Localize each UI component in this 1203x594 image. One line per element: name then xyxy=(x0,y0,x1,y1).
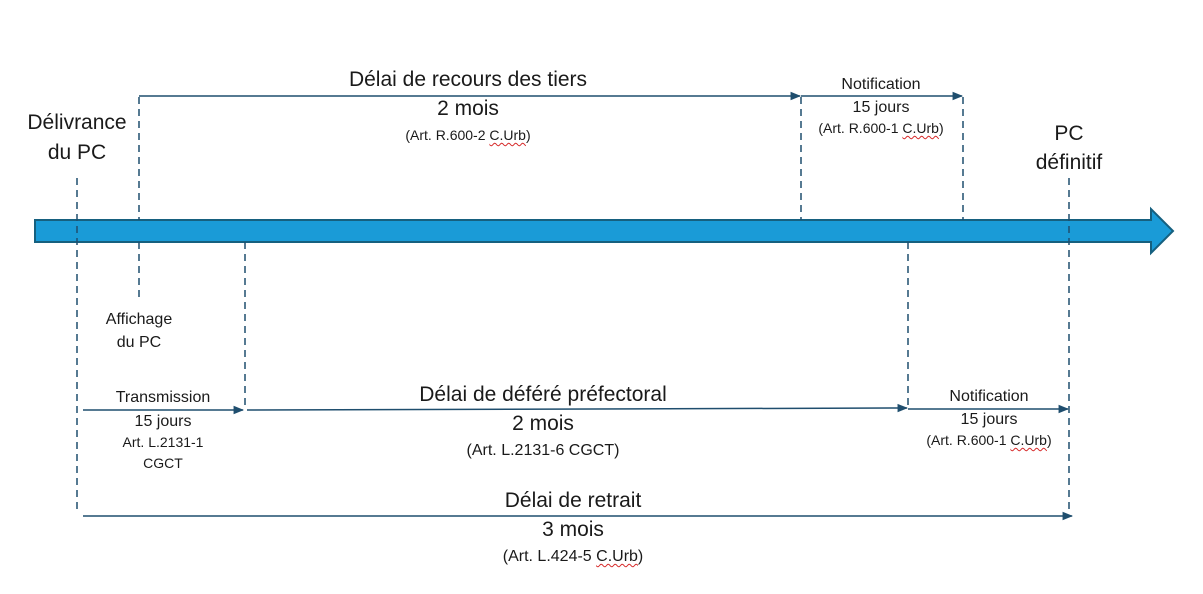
transmission-duration: 15 jours xyxy=(134,413,192,430)
affichage-label-line2: du PC xyxy=(116,334,162,351)
delivrance-label-line1: Délivrance xyxy=(27,111,127,134)
definitif-label-line2: définitif xyxy=(1035,151,1103,174)
retrait-title: Délai de retrait xyxy=(504,489,642,512)
notif-bottom-reference: (Art. R.600-1 C.Urb) xyxy=(926,432,1052,448)
timeline-arrow xyxy=(34,206,1175,256)
definitif-label-line1: PC xyxy=(1054,122,1084,145)
notif-top-title: Notification xyxy=(841,76,921,93)
recours-duration: 2 mois xyxy=(437,97,499,120)
transmission-reference-line1: Art. L.2131-1 xyxy=(122,434,204,450)
defere-reference: (Art. L.2131-6 CGCT) xyxy=(466,442,620,459)
notif-top-duration: 15 jours xyxy=(852,99,910,116)
retrait-duration: 3 mois xyxy=(542,518,604,541)
notif-bottom-title: Notification xyxy=(949,388,1029,405)
defere-arrow xyxy=(246,403,909,413)
recours-reference: (Art. R.600-2 C.Urb) xyxy=(405,127,531,143)
delivrance-label-line2: du PC xyxy=(47,141,107,164)
retrait-reference: (Art. L.424-5 C.Urb) xyxy=(502,548,644,565)
notif-bottom-duration: 15 jours xyxy=(960,411,1018,428)
defere-duration: 2 mois xyxy=(512,412,574,435)
defere-title: Délai de déféré préfectoral xyxy=(419,383,667,406)
transmission-reference-line2: CGCT xyxy=(143,455,183,471)
notif-top-reference: (Art. R.600-1 C.Urb) xyxy=(818,120,944,136)
affichage-label-line1: Affichage xyxy=(105,311,173,328)
recours-title: Délai de recours des tiers xyxy=(348,68,588,91)
transmission-title: Transmission xyxy=(115,389,211,406)
